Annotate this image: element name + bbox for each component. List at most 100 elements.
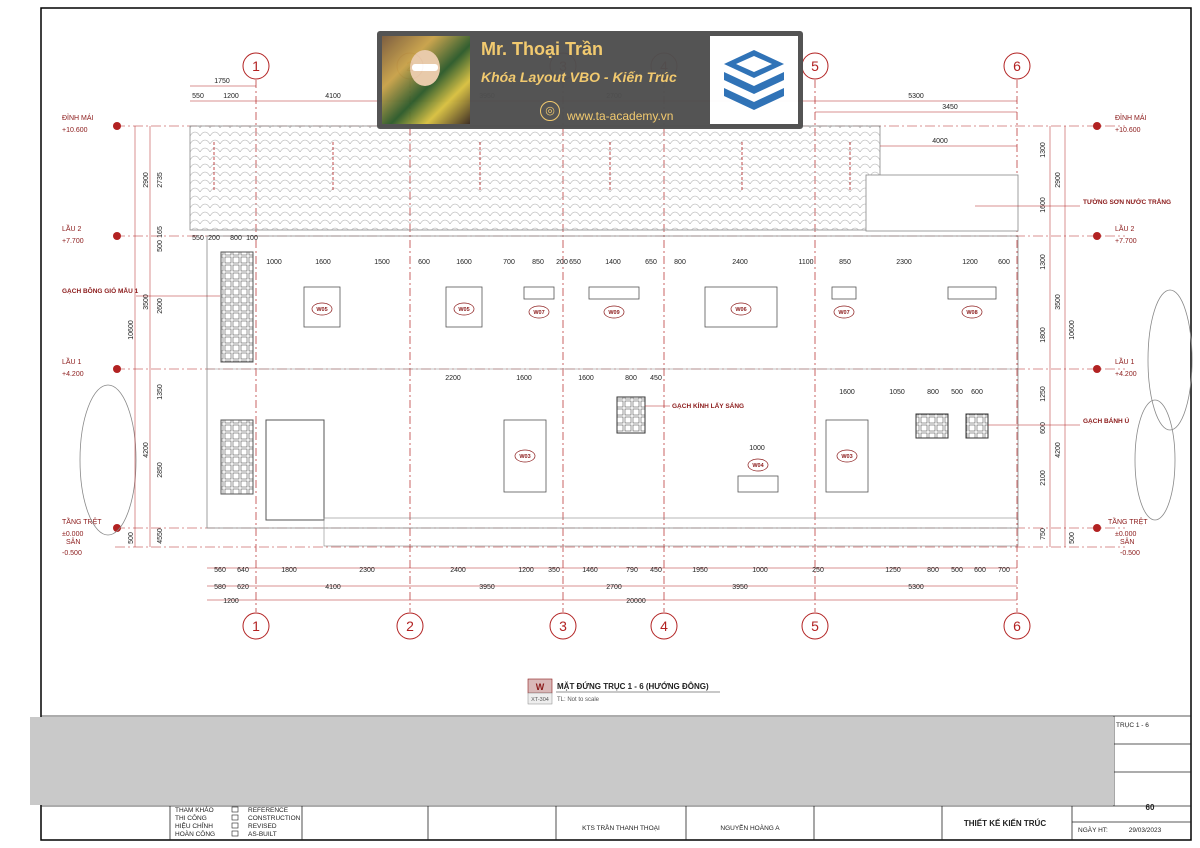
level-right-name-1: LẦU 2 bbox=[1115, 223, 1135, 233]
f2-dim-15: 2300 bbox=[896, 259, 912, 266]
axis-label-bottom-5: 5 bbox=[811, 618, 819, 634]
b2-0: 580 bbox=[214, 584, 226, 591]
drawing-scale: TL: Not to scale bbox=[557, 697, 600, 703]
roof-dim-100: 100 bbox=[246, 235, 258, 242]
roof-dim-550: 550 bbox=[192, 235, 204, 242]
drafter-name: NGUYỄN HOÀNG A bbox=[720, 823, 780, 832]
b3-0: 1200 bbox=[223, 598, 239, 605]
f2-dim-16: 1200 bbox=[962, 259, 978, 266]
f2-dim-8: 650 bbox=[569, 259, 581, 266]
date-label: NGÀY HT: bbox=[1078, 825, 1108, 834]
window-tag-1: W05 bbox=[458, 307, 469, 313]
right-dim-10600: 10600 bbox=[1069, 320, 1076, 340]
drawing-code: XT-304 bbox=[531, 697, 549, 703]
window-tag-5: W07 bbox=[838, 310, 849, 316]
roof-dim-800: 800 bbox=[230, 235, 242, 242]
b1-8: 790 bbox=[626, 567, 638, 574]
window-tag-4: W06 bbox=[735, 307, 746, 313]
b1-6: 350 bbox=[548, 567, 560, 574]
b1-12: 250 bbox=[812, 567, 824, 574]
b1-2: 1800 bbox=[281, 567, 297, 574]
level-left-name-0: ĐỈNH MÁI bbox=[62, 113, 94, 122]
f2-dim-13: 1100 bbox=[798, 259, 813, 266]
right-dim-1600: 1600 bbox=[1040, 197, 1047, 213]
f1-dim-9: 600 bbox=[971, 389, 983, 396]
left-dim-2600: 2600 bbox=[157, 298, 164, 314]
right-dim-1300b: 1300 bbox=[1040, 254, 1047, 270]
f1-dim-10: 1000 bbox=[749, 445, 765, 452]
axis-label-bottom-1: 1 bbox=[252, 618, 260, 634]
f1-dim-1: 1600 bbox=[516, 375, 532, 382]
right-dim-1250: 1250 bbox=[1040, 386, 1047, 402]
top-dim-3450: 3450 bbox=[942, 104, 958, 111]
f1-dim-2: 1600 bbox=[578, 375, 594, 382]
axis-lines bbox=[255, 80, 1018, 612]
b2-2: 4100 bbox=[325, 584, 341, 591]
level-markers-right bbox=[1093, 122, 1101, 532]
axis-label-top-5: 5 bbox=[811, 58, 819, 74]
note-gach-bong-gio: GẠCH BÔNG GIÓ MẪU 1 bbox=[62, 286, 139, 295]
left-dim-165: 165 bbox=[157, 226, 164, 238]
main-door bbox=[265, 419, 325, 521]
status-vn-1: THI CÔNG bbox=[175, 813, 207, 822]
level-left-value-3: ±0.000 bbox=[62, 531, 83, 538]
b1-15: 500 bbox=[951, 567, 963, 574]
b1-1: 640 bbox=[237, 567, 249, 574]
roof-dim-200: 200 bbox=[208, 235, 220, 242]
building-outline bbox=[206, 235, 1019, 529]
watermark-banner: Mr. Thoại Trần Khóa Layout VBO - Kiến Tr… bbox=[377, 31, 803, 129]
presenter-glasses bbox=[412, 64, 438, 71]
drawing-code-box bbox=[527, 692, 553, 705]
b2-1: 620 bbox=[237, 584, 249, 591]
b2-4: 2700 bbox=[606, 584, 622, 591]
presenter-photo bbox=[382, 36, 470, 124]
title-block-sheet-name: TRỤC 1 - 6 bbox=[1116, 722, 1149, 729]
level-left-name-3: TẦNG TRỆT bbox=[62, 516, 102, 526]
level-left-name-1: LẦU 2 bbox=[62, 223, 82, 233]
right-dim-2900: 2900 bbox=[1055, 172, 1062, 188]
status-en-2: REVISED bbox=[248, 823, 277, 830]
f2-dim-1: 1600 bbox=[315, 259, 331, 266]
right-dim-750: 750 bbox=[1040, 528, 1047, 540]
floor1-windows bbox=[503, 419, 869, 493]
level-right-value-4: -0.500 bbox=[1120, 550, 1140, 557]
b1-11: 1000 bbox=[752, 567, 768, 574]
banh-u-panel-1 bbox=[915, 413, 949, 439]
left-dim-4550: 4550 bbox=[157, 528, 164, 544]
status-checkboxes bbox=[231, 806, 239, 837]
f2-dim-5: 700 bbox=[503, 259, 515, 266]
status-vn-0: THAM KHẢO bbox=[175, 805, 214, 814]
f2-dim-4: 1600 bbox=[456, 259, 472, 266]
title-block-redaction bbox=[30, 717, 1114, 805]
f1-dim-4: 450 bbox=[650, 375, 662, 382]
left-dim-500b: 500 bbox=[128, 532, 135, 544]
window-tag-0: W05 bbox=[316, 307, 327, 313]
f1-dim-6: 1050 bbox=[889, 389, 905, 396]
banner-name: Mr. Thoại Trần bbox=[481, 39, 604, 59]
axis-label-bottom-4: 4 bbox=[660, 618, 668, 634]
b1-7: 1460 bbox=[582, 567, 598, 574]
f2-dim-12: 2400 bbox=[732, 259, 748, 266]
axis-label-top-1: 1 bbox=[252, 58, 260, 74]
top-dim-1200: 1200 bbox=[223, 93, 239, 100]
b2-6: 5300 bbox=[908, 584, 924, 591]
drawing-title: MẶT ĐỨNG TRỤC 1 - 6 (HƯỚNG ĐÔNG) bbox=[557, 682, 709, 691]
tree-left bbox=[79, 384, 137, 536]
level-left-value-0: +10.600 bbox=[62, 127, 88, 134]
discipline: THIẾT KẾ KIẾN TRÚC bbox=[964, 818, 1046, 828]
f2-dim-14: 850 bbox=[839, 259, 851, 266]
level-left-name-4: SÂN bbox=[66, 537, 80, 546]
f2-dim-10: 650 bbox=[645, 259, 657, 266]
f1-dim-7: 800 bbox=[927, 389, 939, 396]
glass-block-panel bbox=[616, 396, 646, 434]
vent-block-lower bbox=[220, 419, 254, 495]
top-dim-1750: 1750 bbox=[214, 78, 230, 85]
right-dim-1300: 1300 bbox=[1040, 142, 1047, 158]
b1-13: 1250 bbox=[885, 567, 901, 574]
status-en-0: REFERENCE bbox=[248, 807, 289, 814]
status-vn-3: HOÀN CÔNG bbox=[175, 829, 215, 838]
b1-10: 1950 bbox=[692, 567, 708, 574]
level-left-name-2: LẦU 1 bbox=[62, 356, 82, 366]
b1-14: 800 bbox=[927, 567, 939, 574]
